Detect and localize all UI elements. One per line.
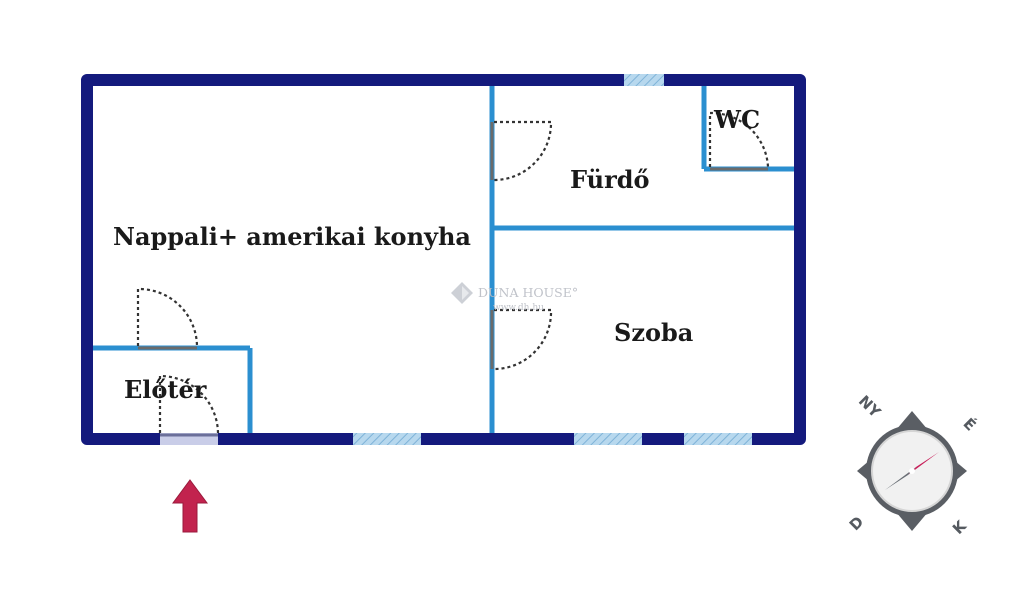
watermark-brand: DUNA HOUSE° xyxy=(478,285,578,300)
window-bottom-living xyxy=(353,433,421,445)
watermark-url: www.dh.hu xyxy=(493,303,544,313)
window-top xyxy=(624,74,664,86)
watermark: DUNA HOUSE° www.dh.hu xyxy=(451,282,578,313)
window-bottom-bedroom-1 xyxy=(574,433,642,445)
compass-label-west: NY xyxy=(855,392,885,422)
compass-needle-north xyxy=(908,452,939,475)
compass-icon: NY É K D xyxy=(846,392,981,538)
room-label-wc: WC xyxy=(713,105,760,134)
outer-wall xyxy=(81,74,806,445)
room-label-bedroom: Szoba xyxy=(614,318,693,347)
door-swings xyxy=(136,111,770,434)
window-bottom-bedroom-2 xyxy=(684,433,752,445)
compass-label-east: K xyxy=(949,516,971,538)
entrance-arrow-icon xyxy=(172,479,208,533)
room-label-bathroom: Fürdő xyxy=(570,165,650,194)
compass-needle-south xyxy=(885,467,916,490)
room-label-hall: Előtér xyxy=(124,375,207,404)
room-label-living: Nappali+ amerikai konyha xyxy=(113,222,471,251)
compass-label-south: D xyxy=(846,513,868,535)
compass-label-north: É xyxy=(960,414,981,435)
door-leaves xyxy=(138,122,768,369)
